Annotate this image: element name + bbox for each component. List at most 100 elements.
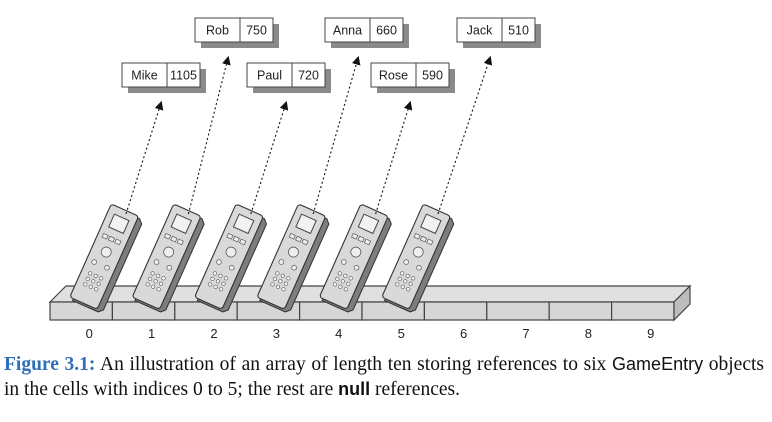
device-keypad-dot — [348, 276, 353, 281]
device-screen — [357, 213, 380, 235]
device-screen — [108, 213, 130, 235]
reference-arrows — [125, 55, 493, 215]
device-keypad-dot — [343, 287, 348, 292]
entry-score: 1105 — [170, 69, 197, 83]
device-key — [351, 232, 359, 240]
figure-caption: Figure 3.1: An illustration of an array … — [4, 352, 764, 402]
array-end-face — [673, 284, 691, 322]
device-keypad-dot — [212, 271, 218, 276]
device-keypad-dot — [88, 271, 93, 276]
device-key — [363, 238, 372, 246]
device-keypad-dot — [153, 279, 158, 284]
box-frame — [456, 17, 536, 43]
entry-score: 590 — [422, 69, 443, 83]
device-keypad-dot — [275, 284, 281, 289]
device-button — [278, 259, 285, 265]
box-frame — [246, 62, 326, 88]
device-keypad-dot — [207, 282, 213, 287]
array-index-label: 2 — [210, 326, 217, 341]
device-button — [166, 264, 173, 271]
device-dpad — [288, 246, 299, 258]
device-keypad-dot — [155, 273, 161, 278]
device-key — [114, 238, 122, 246]
device-keypad-dot — [88, 284, 93, 289]
caption-text-1: An illustration of an array of length te… — [95, 354, 613, 375]
device-keypad-dot — [337, 271, 342, 276]
device-keypad-dot — [280, 273, 285, 278]
device-button — [291, 264, 297, 271]
caption-text-3: references. — [370, 379, 460, 400]
device-button — [104, 264, 110, 271]
array-cell-9 — [610, 301, 675, 321]
device-key — [239, 238, 247, 246]
reference-arrow — [312, 55, 361, 215]
box-frame — [194, 17, 274, 43]
device-dpad — [163, 246, 175, 258]
device-keypad-dot — [340, 279, 345, 284]
array-cell-7 — [486, 301, 550, 321]
device-keypad-dot — [411, 276, 416, 281]
device-key — [419, 235, 428, 243]
device-keypad-dot — [286, 276, 291, 281]
device-keypad-dot — [221, 281, 226, 286]
device-key — [107, 235, 116, 243]
device-button — [216, 259, 222, 265]
caption-class-name: GameEntry — [612, 354, 704, 374]
device-button — [416, 264, 422, 271]
device-keypad-dot — [96, 281, 101, 286]
device-button — [91, 259, 97, 265]
device-screen — [420, 213, 442, 235]
device-keypad-dot — [343, 273, 348, 278]
caption-text-2: objects in the cells with indices 0 to 5… — [4, 354, 764, 400]
device-dpad — [100, 246, 112, 258]
device-dpad — [350, 246, 362, 258]
device-keypad-dot — [148, 276, 153, 281]
device-keypad-dot — [93, 273, 98, 278]
entry-score: 510 — [508, 24, 529, 38]
entry-score: 750 — [246, 24, 267, 38]
device-keypad-dot — [145, 282, 150, 287]
device-keypad-dot — [159, 281, 164, 286]
device-key — [176, 238, 184, 246]
device-keypad-dot — [99, 276, 104, 281]
device-keypad-dot — [83, 282, 88, 287]
device-button — [153, 259, 160, 265]
device-keypad-dot — [91, 279, 96, 284]
reference-arrow — [125, 100, 164, 215]
reference-arrow — [250, 100, 289, 215]
device-keypad-dot — [215, 279, 221, 284]
box-frame — [121, 62, 201, 88]
array-index-label: 3 — [273, 326, 280, 341]
device-keypad-dot — [272, 276, 278, 281]
device-key — [288, 232, 296, 240]
device-keypad-dot — [283, 281, 289, 286]
array-cell-6 — [423, 301, 488, 321]
device-keypad-dot — [85, 276, 90, 281]
device-dpad — [412, 246, 424, 258]
game-entry-device — [382, 204, 455, 313]
device-keypad-dot — [210, 276, 215, 281]
device-dpad — [225, 246, 237, 258]
device-keypad-dot — [275, 271, 280, 276]
device-button — [228, 264, 235, 271]
device-keypad-dot — [406, 287, 411, 292]
device-keypad-dot — [405, 273, 410, 278]
device-key — [357, 235, 365, 243]
device-keypad-dot — [223, 276, 229, 281]
device-key — [232, 235, 240, 243]
game-entry-box: Rose 590 — [370, 62, 455, 93]
array-index-label: 8 — [585, 326, 592, 341]
device-keypad-dot — [403, 279, 408, 284]
device-keypad-dot — [400, 284, 405, 289]
device-keypad-dot — [400, 271, 405, 276]
entry-name: Rose — [379, 69, 408, 83]
device-key — [301, 238, 309, 246]
device-keypad-dot — [94, 287, 99, 292]
entry-score: 720 — [298, 69, 319, 83]
reference-arrow — [375, 100, 413, 215]
